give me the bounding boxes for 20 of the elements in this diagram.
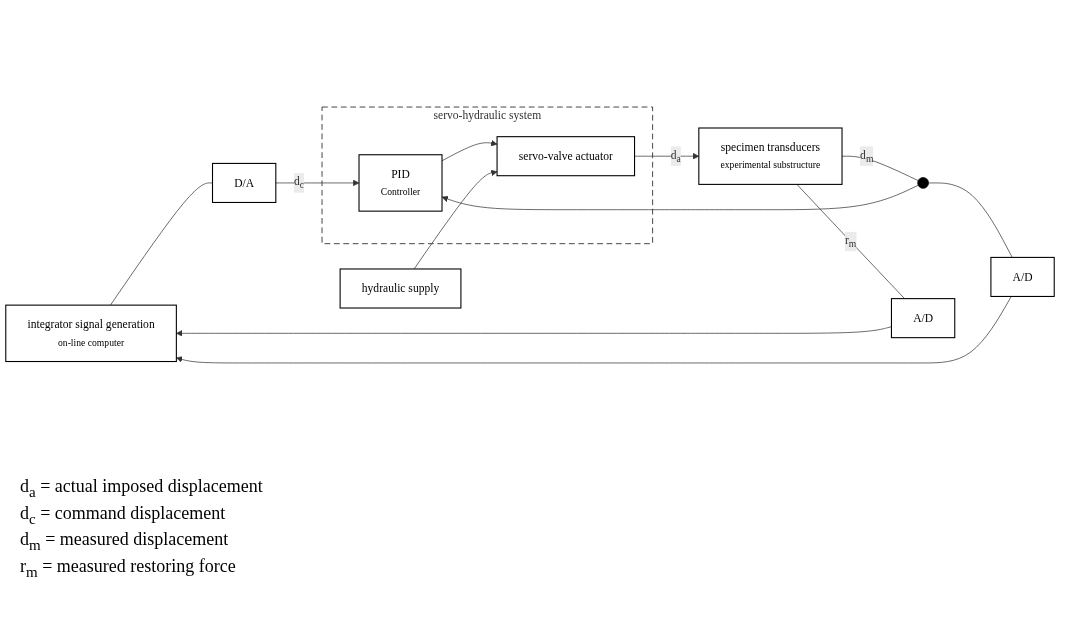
edge-label: r$_{m}$: [844, 233, 857, 250]
node-box: integrator signal generation on-line computer: [5, 304, 177, 363]
node-box: hydraulic supply: [339, 268, 462, 309]
definition-note: d$_{m}$ = measured displacement: [20, 529, 230, 554]
connector: [796, 184, 905, 299]
definition-note: d$_{c}$ = command displacement: [20, 502, 227, 528]
edge-label: d$_{c}$: [293, 175, 304, 191]
node-box: servo-valve actuator: [496, 136, 636, 177]
connector: [110, 182, 213, 306]
node-box: specimen transducers experimental substructure: [698, 127, 843, 185]
node-box: PID Controller: [358, 154, 443, 212]
node-box: D/A: [211, 162, 277, 203]
edge-label: d$_{a}$: [670, 148, 681, 164]
definition-note: r$_{m}$ = measured restoring force: [20, 555, 237, 581]
node-circle: [917, 177, 929, 189]
node-box: A/D: [890, 298, 956, 339]
edge-label: d$_{m}$: [860, 148, 874, 164]
definition-note: d$_{a}$ = actual imposed displacement: [20, 476, 264, 501]
connector: [928, 182, 1013, 258]
node-box: A/D: [990, 256, 1055, 297]
